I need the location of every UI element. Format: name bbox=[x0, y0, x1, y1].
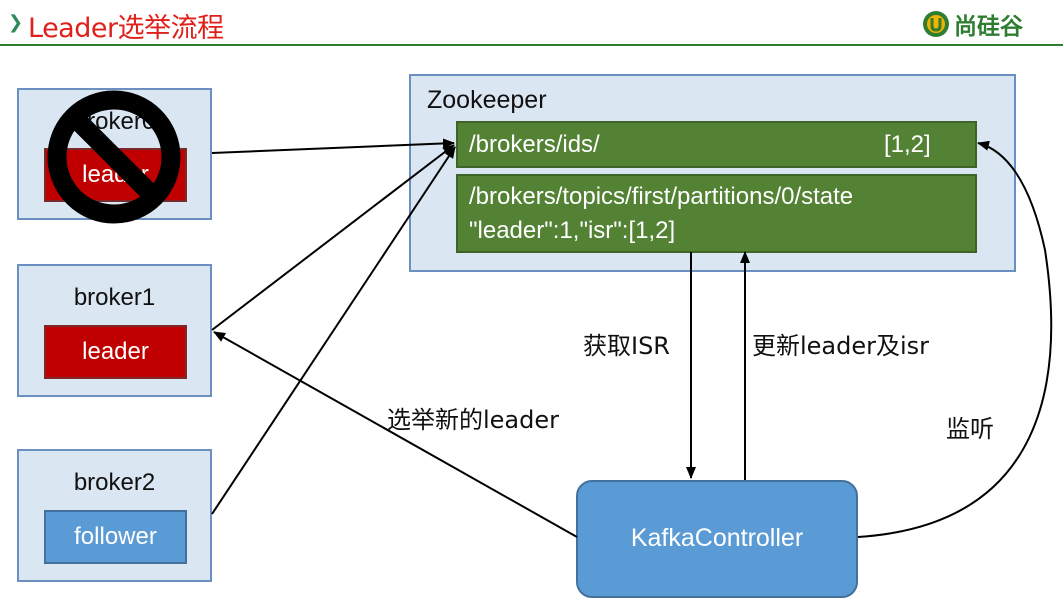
elect-leader-label: 选举新的leader bbox=[387, 406, 560, 434]
broker1-role: leader bbox=[44, 325, 187, 379]
get-isr-label: 获取ISR bbox=[583, 332, 670, 360]
logo-text: 尚硅谷 bbox=[954, 14, 1023, 40]
broker1-box: broker1 leader bbox=[17, 264, 212, 397]
broker0-box: broker0 leader bbox=[17, 88, 212, 224]
watch-label: 监听 bbox=[946, 415, 994, 443]
logo: 尚硅谷 bbox=[922, 8, 1023, 40]
zk-ids-value: [1,2] bbox=[884, 131, 931, 158]
broker2-register-arrow bbox=[211, 146, 456, 515]
broker0-register-arrow bbox=[211, 138, 455, 154]
logo-icon bbox=[923, 11, 949, 37]
page-title: Leader选举流程 bbox=[28, 13, 224, 44]
broker1-label: broker1 bbox=[73, 284, 156, 311]
update-leader-label: 更新leader及isr bbox=[752, 332, 930, 360]
zk-ids-node: /brokers/ids/ [1,2] bbox=[456, 121, 977, 168]
zk-state-node: /brokers/topics/first/partitions/0/state… bbox=[456, 174, 977, 253]
zookeeper-title: Zookeeper bbox=[427, 86, 547, 114]
watch-arrow bbox=[857, 140, 1053, 538]
zk-ids-path: /brokers/ids/ bbox=[469, 131, 600, 158]
broker1-register-arrow bbox=[211, 144, 455, 331]
elect-leader-arrow bbox=[213, 331, 578, 538]
zk-state-value: "leader":1,"isr":[1,2] bbox=[469, 217, 676, 244]
header-divider bbox=[0, 44, 1063, 46]
chevron-right-icon: ❯ bbox=[8, 12, 24, 33]
prohibited-icon bbox=[47, 90, 181, 224]
broker2-box: broker2 follower bbox=[17, 449, 212, 582]
zookeeper-box: Zookeeper /brokers/ids/ [1,2] /brokers/t… bbox=[409, 74, 1016, 272]
zk-state-path: /brokers/topics/first/partitions/0/state bbox=[469, 183, 854, 210]
kafka-controller: KafkaController bbox=[576, 480, 858, 598]
broker2-role: follower bbox=[44, 510, 187, 564]
broker2-label: broker2 bbox=[73, 469, 156, 496]
